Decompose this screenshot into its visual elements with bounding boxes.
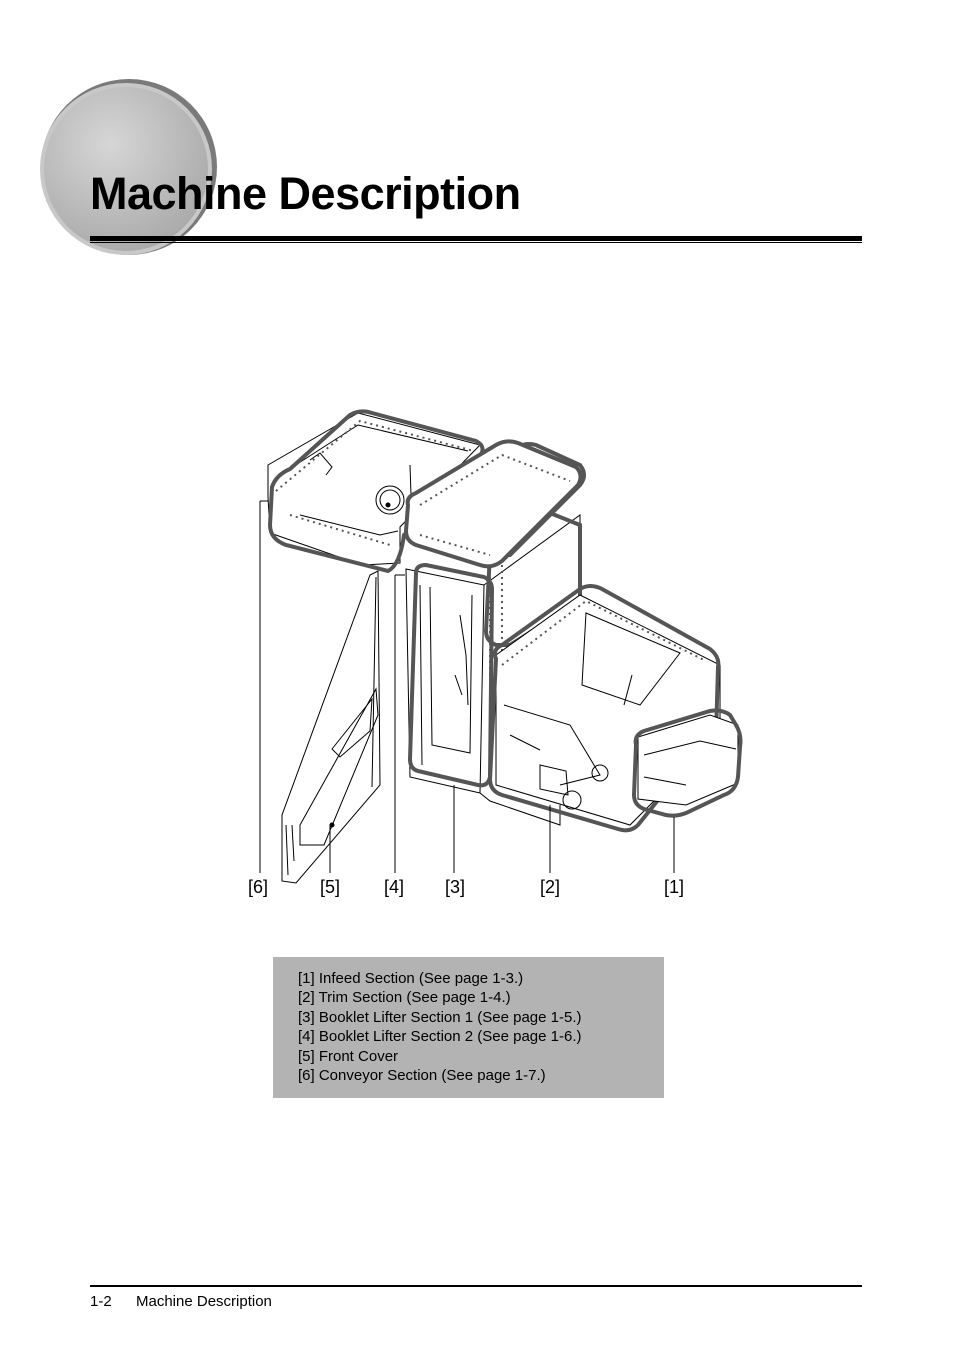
callout-1: [1] — [664, 877, 684, 897]
legend-item-conveyor: [6] Conveyor Section (See page 1-7.) — [298, 1067, 546, 1085]
title-rule — [90, 236, 862, 241]
callout-3: [3] — [445, 877, 465, 897]
machine-illustration: [6] [5] [4] [3] [2] [1] — [248, 409, 743, 897]
callout-5: [5] — [320, 877, 340, 897]
footer-page-number: 1-2 — [90, 1293, 112, 1310]
legend-item-lifter-2: [4] Booklet Lifter Section 2 (See page 1… — [298, 1028, 582, 1046]
callout-6: [6] — [248, 877, 268, 897]
legend-item-front-cover: [5] Front Cover — [298, 1047, 399, 1065]
legend-item-lifter-1: [3] Booklet Lifter Section 1 (See page 1… — [298, 1008, 582, 1026]
legend-box: [1] Infeed Section (See page 1-3.) [2] T… — [273, 957, 664, 1098]
front-cover-drawing — [281, 570, 381, 884]
legend-item-trim: [2] Trim Section (See page 1-4.) — [298, 989, 511, 1007]
footer-section-title: Machine Description — [136, 1293, 272, 1310]
footer-rule — [90, 1285, 862, 1287]
infeed-section-drawing — [637, 714, 739, 806]
callout-4: [4] — [384, 877, 404, 897]
title-rule-thin — [90, 242, 862, 243]
legend-item-infeed: [1] Infeed Section (See page 1-3.) — [298, 970, 524, 987]
conveyor-section-drawing — [267, 412, 481, 566]
chapter-circle-graphic — [40, 79, 217, 255]
callout-2: [2] — [540, 877, 560, 897]
booklet-lifter-drawing — [405, 514, 581, 826]
page-title: Machine Description — [90, 168, 521, 219]
callout-leaders — [259, 500, 675, 873]
